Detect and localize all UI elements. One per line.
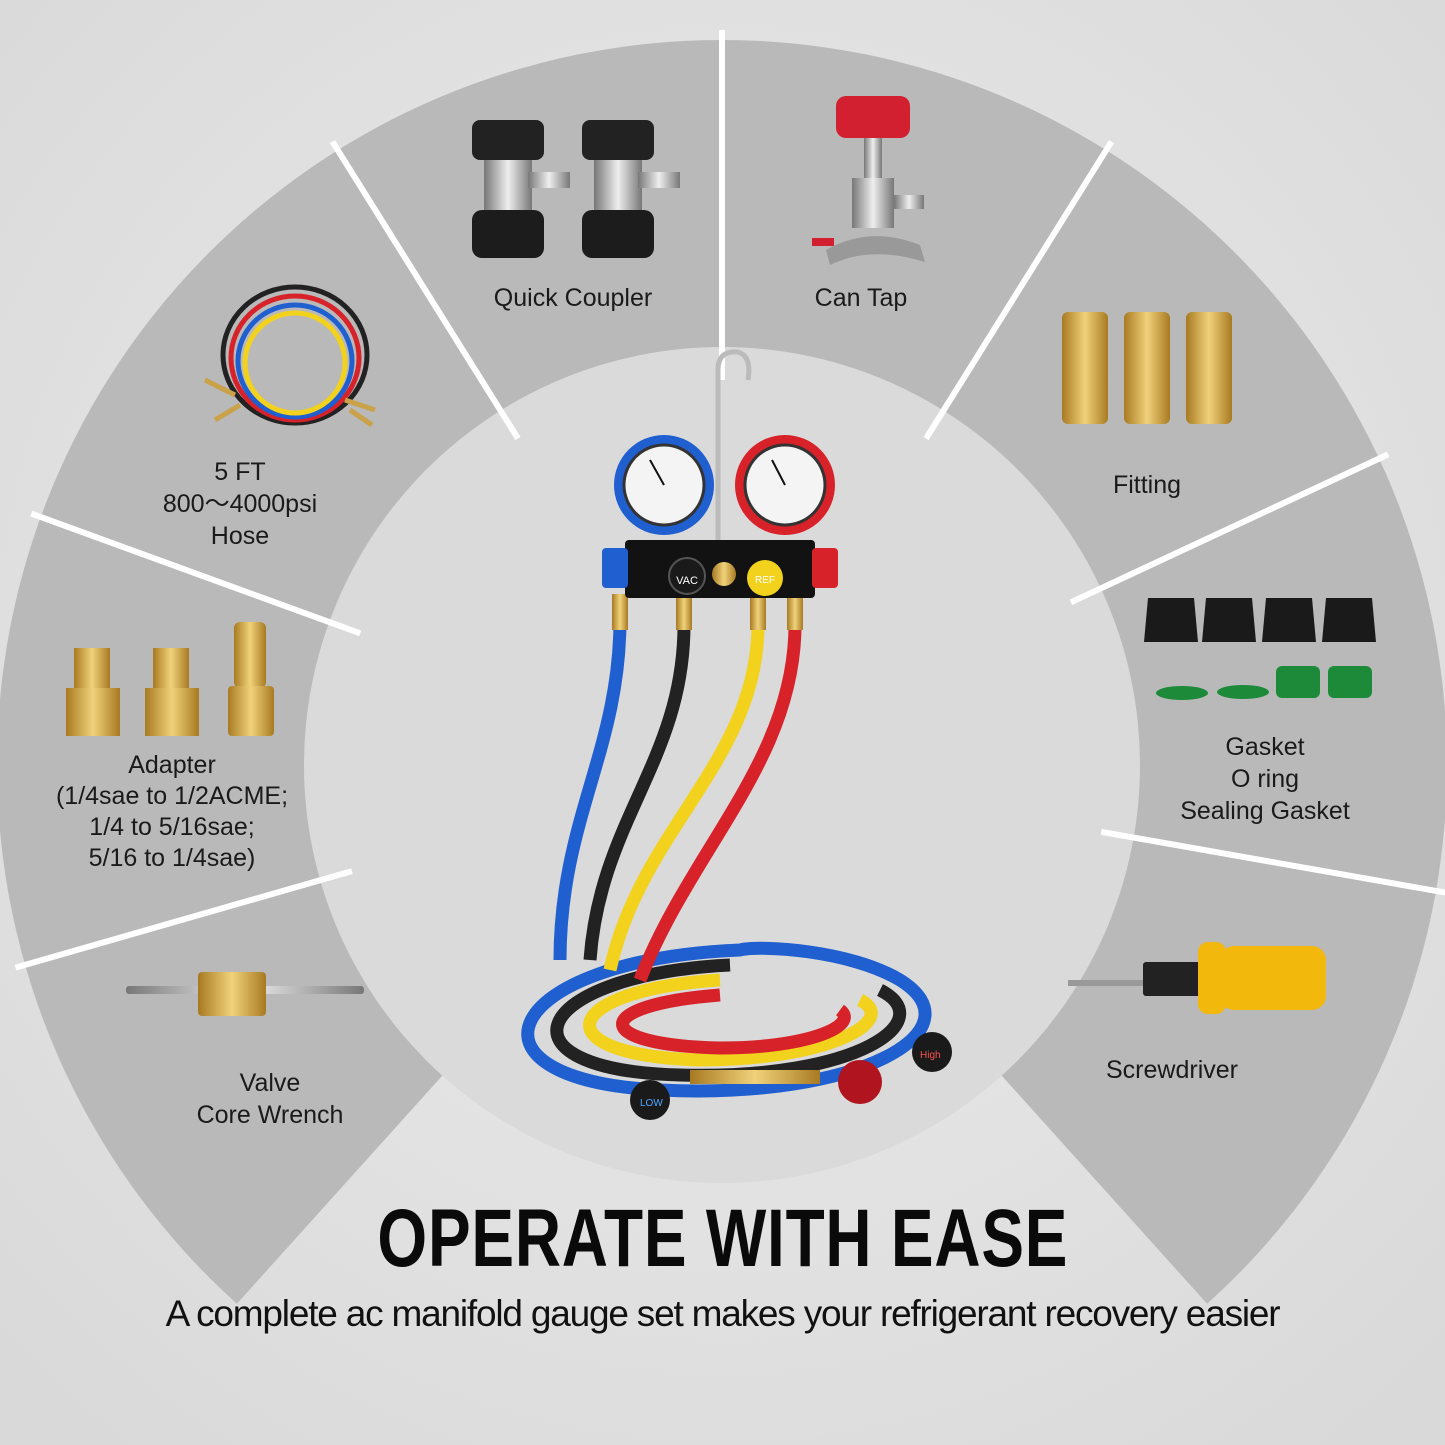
label-line: Quick Coupler (493, 284, 653, 312)
fitting-image (1062, 312, 1232, 424)
label-line: Adapter (128, 751, 216, 779)
label-line: Core Wrench (196, 1101, 344, 1129)
label-valve-core-wrench: Valve Core Wrench (197, 1067, 344, 1131)
hose-image (203, 284, 376, 428)
ref-label: REF (755, 575, 775, 586)
label-screwdriver: Screwdriver (1106, 1054, 1238, 1086)
label-adapter: Adapter (1/4sae to 1/2ACME; 1/4 to 5/16s… (56, 750, 288, 874)
can-tap-image (812, 96, 925, 265)
ring-divider (923, 140, 1115, 441)
valve-core-wrench-image (126, 972, 364, 1016)
label-gasket: Gasket O ring Sealing Gasket (1180, 731, 1350, 827)
label-line: 1/4 to 5/16sae; (89, 813, 255, 841)
label-hose: 5 FT 800～4000psi Hose (163, 456, 317, 552)
label-fitting: Fitting (1113, 469, 1181, 501)
label-line: Screwdriver (1106, 1056, 1238, 1084)
ring-dividers (14, 30, 1445, 971)
ring-divider (329, 140, 521, 441)
quick-coupler-image (472, 120, 680, 258)
ring-divider (1100, 828, 1445, 896)
label-line: O ring (1230, 765, 1300, 793)
adapter-image (66, 622, 274, 736)
label-line: Sealing Gasket (1180, 797, 1350, 825)
subheadline: A complete ac manifold gauge set makes y… (165, 1293, 1281, 1334)
ring-divider (14, 868, 353, 971)
center-circle (304, 347, 1140, 1183)
screwdriver-image (1068, 942, 1326, 1014)
headline-text: OPERATE WITH EASE (377, 1193, 1068, 1284)
vac-label: VAC (676, 575, 698, 587)
label-line: Hose (210, 522, 270, 550)
manifold-gauge-image: VAC REF LOW High (521, 349, 952, 1120)
label-line: 5 FT (214, 458, 266, 486)
label-line: (1/4sae to 1/2ACME; (55, 782, 289, 810)
label-line: 5/16 to 1/4sae) (88, 844, 256, 872)
low-valve-label: LOW (640, 1098, 663, 1109)
label-line: Can Tap (814, 284, 908, 312)
ring-divider (30, 510, 362, 637)
label-line: Valve (239, 1069, 301, 1097)
ring-divider (1069, 451, 1390, 606)
high-valve-label: High (920, 1050, 941, 1061)
headline: OPERATE WITH EASE (0, 1192, 1445, 1286)
label-can-tap: Can Tap (815, 282, 908, 314)
gasket-image (1144, 598, 1376, 700)
label-line: 800～4000psi (162, 490, 318, 518)
label-quick-coupler: Quick Coupler (494, 282, 652, 314)
label-line: Gasket (1225, 733, 1305, 761)
label-line: Fitting (1112, 471, 1182, 499)
